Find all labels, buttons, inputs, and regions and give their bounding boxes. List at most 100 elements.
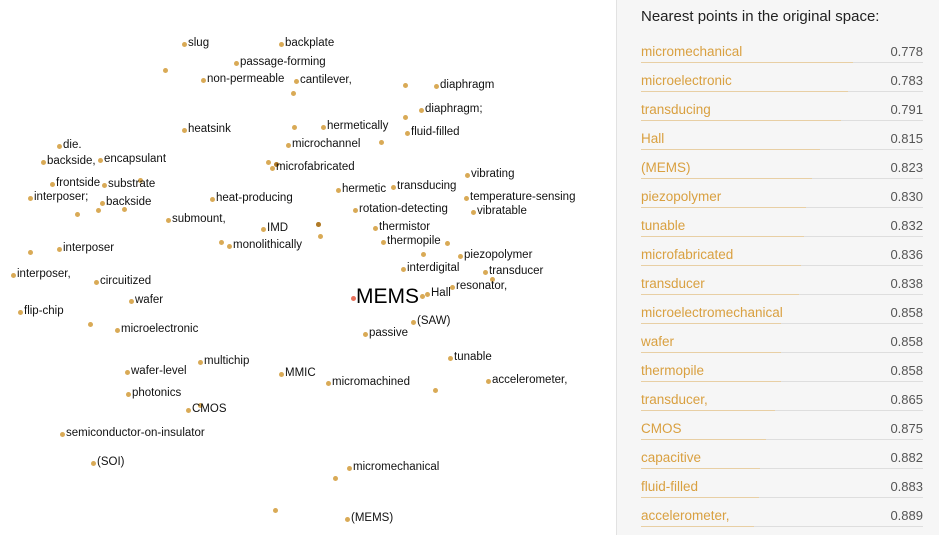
unlabeled-point[interactable] [432, 387, 438, 393]
scatter-point[interactable] [125, 391, 131, 397]
scatter-point[interactable] [449, 284, 455, 290]
scatter-point[interactable] [128, 298, 134, 304]
scatter-point[interactable] [181, 127, 187, 133]
point-label[interactable]: vibrating [471, 168, 515, 180]
point-label[interactable]: frontside [56, 177, 101, 189]
unlabeled-point[interactable] [27, 249, 33, 255]
point-label[interactable]: multichip [204, 355, 250, 367]
highlighted-point[interactable] [315, 221, 321, 227]
scatter-point[interactable] [293, 78, 299, 84]
point-label[interactable]: tunable [454, 351, 492, 363]
scatter-point[interactable] [470, 209, 476, 215]
point-label[interactable]: Hall [431, 287, 451, 299]
scatter-point[interactable] [400, 266, 406, 272]
point-label[interactable]: accelerometer, [492, 374, 568, 386]
scatter-point[interactable] [124, 369, 130, 375]
point-label[interactable]: hermetic [342, 183, 387, 195]
point-label[interactable]: die. [63, 139, 82, 151]
point-label[interactable]: passive [369, 327, 408, 339]
point-label[interactable]: wafer [135, 294, 164, 306]
unlabeled-point[interactable] [197, 402, 203, 408]
unlabeled-point[interactable] [265, 159, 271, 165]
point-label[interactable]: diaphragm [440, 79, 495, 91]
point-label[interactable]: (MEMS) [351, 512, 394, 524]
scatter-point[interactable] [226, 243, 232, 249]
scatter-point[interactable] [447, 355, 453, 361]
scatter-point[interactable] [200, 77, 206, 83]
highlighted-point[interactable] [273, 161, 279, 167]
scatter-point[interactable] [97, 157, 103, 163]
point-label[interactable]: heat-producing [216, 192, 293, 204]
unlabeled-point[interactable] [121, 206, 127, 212]
unlabeled-point[interactable] [444, 240, 450, 246]
point-label[interactable]: heatsink [188, 123, 231, 135]
point-label[interactable]: micromachined [332, 376, 410, 388]
point-label[interactable]: submount, [172, 213, 226, 225]
point-label[interactable]: passage-forming [240, 56, 326, 68]
unlabeled-point[interactable] [162, 67, 168, 73]
unlabeled-point[interactable] [378, 139, 384, 145]
point-label[interactable]: interposer [63, 242, 115, 254]
neighbor-row[interactable]: (MEMS)0.823 [641, 155, 923, 184]
scatter-point[interactable] [482, 269, 488, 275]
scatter-point[interactable] [344, 516, 350, 522]
scatter-point[interactable] [233, 60, 239, 66]
point-label[interactable]: micromechanical [353, 461, 440, 473]
unlabeled-point[interactable] [74, 211, 80, 217]
point-label[interactable]: (SOI) [97, 456, 125, 468]
scatter-point[interactable] [56, 246, 62, 252]
scatter-point[interactable] [17, 309, 23, 315]
point-label[interactable]: microfabricated [276, 161, 355, 173]
unlabeled-point[interactable] [419, 293, 425, 299]
scatter-point[interactable] [410, 319, 416, 325]
point-label[interactable]: CMOS [192, 403, 227, 415]
scatter-point[interactable] [59, 431, 65, 437]
point-label[interactable]: IMD [267, 222, 289, 234]
unlabeled-point[interactable] [317, 233, 323, 239]
unlabeled-point[interactable] [402, 82, 408, 88]
unlabeled-point[interactable] [402, 114, 408, 120]
neighbor-word[interactable]: wafer [641, 334, 675, 349]
scatter-point[interactable] [464, 172, 470, 178]
scatter-point[interactable] [93, 279, 99, 285]
neighbor-word[interactable]: fluid-filled [641, 479, 699, 494]
neighbor-word[interactable]: accelerometer, [641, 508, 730, 523]
point-label[interactable]: backplate [285, 37, 335, 49]
point-label[interactable]: hermetically [327, 120, 389, 132]
neighbor-word[interactable]: microfabricated [641, 247, 734, 262]
point-label[interactable]: backside, [47, 155, 96, 167]
point-label[interactable]: temperature-sensing [470, 191, 576, 203]
point-label[interactable]: semiconductor-on-insulator [66, 427, 205, 439]
neighbor-row[interactable]: accelerometer,0.889 [641, 503, 923, 532]
neighbor-word[interactable]: (MEMS) [641, 160, 691, 175]
scatter-point[interactable] [404, 130, 410, 136]
scatter-point[interactable] [269, 165, 275, 171]
point-label[interactable]: microelectronic [121, 323, 199, 335]
scatter-point[interactable] [485, 378, 491, 384]
point-label[interactable]: flip-chip [24, 305, 64, 317]
scatter-point[interactable] [457, 253, 463, 259]
scatter-point[interactable] [390, 184, 396, 190]
point-label[interactable]: vibratable [477, 205, 527, 217]
point-label[interactable]: diaphragm; [425, 103, 483, 115]
scatter-point[interactable] [285, 142, 291, 148]
point-label[interactable]: cantilever, [300, 74, 352, 86]
scatter-point[interactable] [10, 272, 16, 278]
neighbor-word[interactable]: transducer [641, 276, 705, 291]
point-label[interactable]: substrate [108, 178, 156, 190]
scatter-point[interactable] [278, 371, 284, 377]
unlabeled-point[interactable] [332, 475, 338, 481]
point-label[interactable]: interposer; [34, 191, 89, 203]
